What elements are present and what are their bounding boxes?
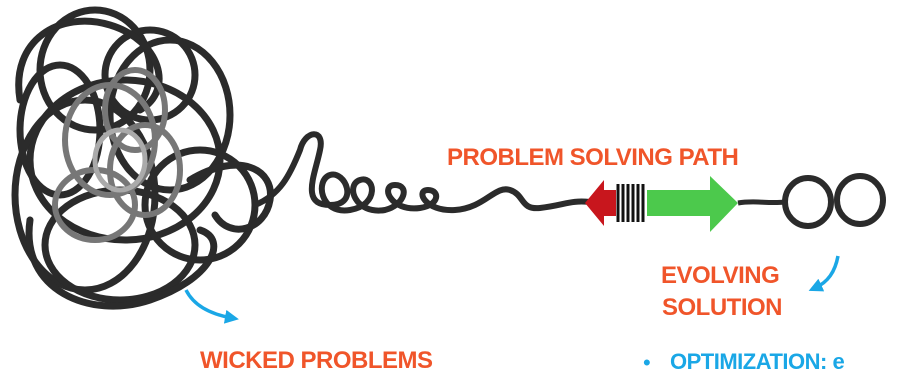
tangle-icon (15, 10, 270, 306)
evolving-solution-label-line1: EVOLVING (661, 264, 779, 288)
bullet-icon: • (643, 352, 651, 374)
red-left-arrow-icon (585, 180, 616, 226)
green-right-arrow-icon (647, 176, 738, 232)
optimization-label: OPTIMIZATION: e (670, 351, 844, 373)
spring-coil-icon (618, 184, 643, 222)
evolving-solution-label-line2: SOLUTION (662, 296, 782, 320)
string-segment (738, 202, 785, 203)
problem-solving-path-label: PROBLEM SOLVING PATH (447, 146, 738, 170)
infinity-loop-icon (785, 176, 883, 226)
evolving-pointer-icon (815, 256, 838, 288)
wicked-problems-label: WICKED PROBLEMS (200, 349, 433, 373)
wicked-pointer-icon (186, 290, 232, 318)
